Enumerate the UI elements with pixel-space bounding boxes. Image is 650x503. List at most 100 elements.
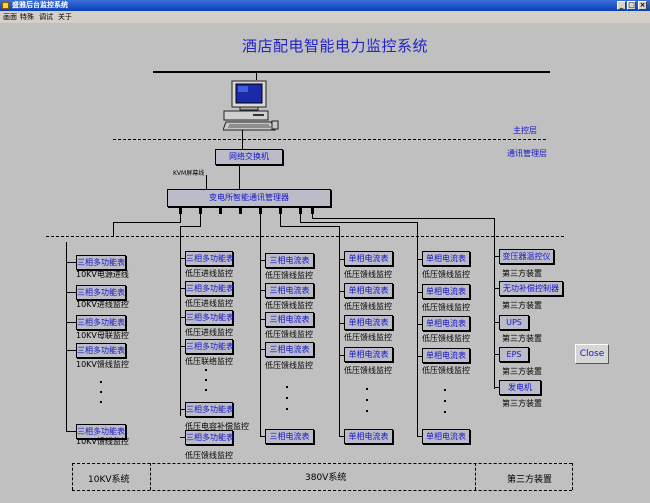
stub: [494, 256, 499, 257]
device-meter[interactable]: 单相电流表: [344, 283, 393, 298]
device-meter[interactable]: 三相多功能表: [185, 310, 234, 325]
device-caption: 低压馈线监控: [185, 451, 233, 460]
device-meter[interactable]: 三相多功能表: [185, 402, 234, 417]
master-layer-label: 主控层: [513, 126, 537, 135]
device-transformer-controller[interactable]: 变压器温控仪: [499, 249, 554, 264]
device-meter[interactable]: 单相电流表: [344, 347, 393, 362]
device-meter[interactable]: 三相多功能表: [185, 430, 234, 445]
footer-divider: [72, 463, 73, 490]
master-layer-divider: [113, 139, 546, 140]
menu-item-screen[interactable]: 画面: [3, 13, 17, 21]
manager-port: [219, 208, 222, 214]
conn-line: [417, 222, 418, 236]
device-caption: 低压馈线监控: [344, 270, 392, 279]
ellipsis-dot: [286, 397, 288, 399]
device-meter[interactable]: 三相电流表: [265, 429, 314, 444]
device-caption: 低压馈线监控: [422, 366, 470, 375]
close-window-button[interactable]: ×: [638, 1, 647, 10]
maximize-button[interactable]: □: [627, 1, 636, 10]
kvm-label: KVM屏幕线: [173, 170, 205, 177]
device-caption: 10KV电源进线: [76, 270, 129, 279]
communication-manager[interactable]: 变电所智能通讯管理器: [167, 189, 331, 207]
device-generator[interactable]: 发电机: [499, 380, 541, 395]
stub: [66, 350, 76, 351]
ellipsis-dot: [366, 410, 368, 412]
minimize-button[interactable]: _: [617, 1, 626, 10]
conn-line: [280, 226, 339, 227]
manager-port: [179, 208, 182, 214]
footer-bottom-divider: [72, 490, 572, 491]
device-meter[interactable]: 三相多功能表: [76, 343, 126, 358]
network-switch[interactable]: 网络交换机: [215, 149, 283, 165]
stub: [180, 437, 185, 438]
device-meter[interactable]: 单相电流表: [422, 348, 470, 363]
device-meter[interactable]: 单相电流表: [422, 251, 470, 266]
device-caption: 低压馈线监控: [344, 333, 392, 342]
pc-switch-link: [242, 130, 243, 149]
device-meter[interactable]: 三相多功能表: [76, 315, 126, 330]
device-meter[interactable]: 三相多功能表: [76, 255, 126, 270]
device-meter[interactable]: 单相电流表: [344, 315, 393, 330]
stub: [494, 354, 499, 355]
device-meter[interactable]: 三相多功能表: [185, 251, 234, 266]
device-meter[interactable]: 单相电流表: [422, 429, 470, 444]
device-meter[interactable]: 三相多功能表: [185, 339, 234, 354]
computer-icon[interactable]: [223, 80, 283, 132]
ellipsis-dot: [205, 379, 207, 381]
device-caption: 第三方装置: [502, 399, 542, 408]
device-reactive-compensator[interactable]: 无功补偿控制器: [499, 281, 563, 296]
ellipsis-dot: [286, 408, 288, 410]
device-meter[interactable]: 三相电流表: [265, 342, 314, 357]
ellipsis-dot: [100, 401, 102, 403]
stub: [66, 292, 76, 293]
device-eps[interactable]: EPS: [499, 347, 529, 362]
stub: [494, 387, 499, 388]
device-meter[interactable]: 三相电流表: [265, 312, 314, 327]
manager-port: [199, 208, 202, 214]
ellipsis-dot: [366, 399, 368, 401]
stub: [417, 324, 422, 325]
footer-divider: [150, 463, 151, 490]
device-caption: 低压馈线监控: [422, 334, 470, 343]
conn-line: [494, 218, 495, 236]
close-button[interactable]: Close: [575, 344, 609, 364]
device-meter[interactable]: 单相电流表: [422, 284, 470, 299]
device-meter[interactable]: 三相多功能表: [76, 285, 126, 300]
stub: [260, 290, 265, 291]
device-meter[interactable]: 三相电流表: [265, 283, 314, 298]
stub: [180, 317, 185, 318]
window-title: 盛雅后台监控系统: [12, 1, 68, 9]
menu-bar: 画面 特殊 调试 关于: [0, 11, 650, 23]
device-ups[interactable]: UPS: [499, 315, 529, 330]
stub: [180, 409, 185, 410]
menu-item-about[interactable]: 关于: [58, 13, 72, 21]
device-meter[interactable]: 单相电流表: [422, 316, 470, 331]
bus-lv3: [339, 236, 340, 436]
device-meter[interactable]: 三相多功能表: [185, 281, 234, 296]
device-meter[interactable]: 单相电流表: [344, 429, 393, 444]
device-meter[interactable]: 单相电流表: [344, 251, 393, 266]
bus-lv1: [180, 236, 181, 416]
menu-item-special[interactable]: 特殊: [20, 13, 34, 21]
stub: [494, 288, 499, 289]
device-meter[interactable]: 三相电流表: [265, 253, 314, 268]
stub: [417, 259, 422, 260]
ellipsis-dot: [286, 386, 288, 388]
conn-line: [300, 222, 417, 223]
stub: [417, 356, 422, 357]
stub: [66, 262, 76, 263]
stub: [180, 346, 185, 347]
stub: [66, 322, 76, 323]
window-title-bar: 盛雅后台监控系统 _ □ ×: [0, 0, 650, 11]
device-meter[interactable]: 三相多功能表: [76, 424, 126, 439]
conn-line: [180, 226, 201, 227]
menu-item-debug[interactable]: 调试: [39, 13, 53, 21]
device-caption: 10KV馈线监控: [76, 437, 129, 446]
conn-line: [339, 226, 340, 236]
stub: [417, 436, 422, 437]
pc-link-line: [256, 73, 257, 80]
conn-line: [260, 214, 261, 236]
ellipsis-dot: [205, 369, 207, 371]
conn-line: [113, 222, 114, 236]
stub: [260, 260, 265, 261]
